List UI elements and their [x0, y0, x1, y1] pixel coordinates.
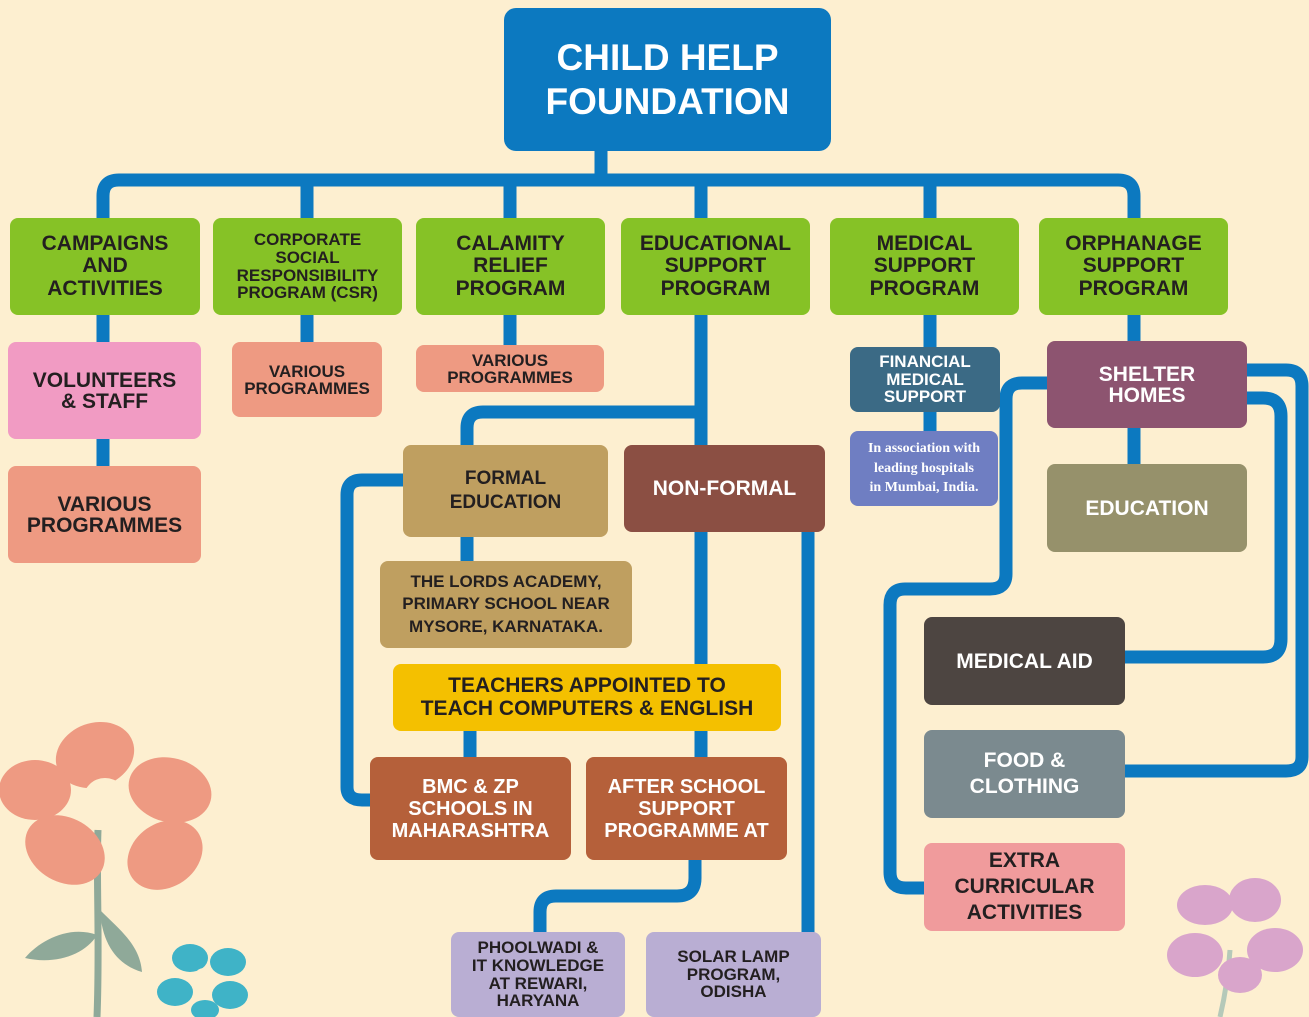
connector-bus: [96, 173, 1141, 229]
program-educational: EDUCATIONAL SUPPORT PROGRAM: [621, 218, 810, 315]
big-flower-icon: [0, 721, 212, 1017]
campaigns-various-programmes: VARIOUS PROGRAMMES: [8, 466, 201, 563]
purple-flower-icon: [1167, 878, 1303, 1017]
calamity-various-programmes: VARIOUS PROGRAMMES: [416, 345, 604, 392]
phoolwadi-it-knowledge: PHOOLWADI & IT KNOWLEDGE AT REWARI, HARY…: [451, 932, 625, 1017]
csr-various-programmes: VARIOUS PROGRAMMES: [232, 342, 382, 417]
connector-shelter-medical: [1115, 391, 1288, 664]
financial-medical-support: FINANCIAL MEDICAL SUPPORT: [850, 347, 1000, 412]
hospital-association: In association with leading hospitals in…: [850, 431, 998, 506]
formal-education: FORMAL EDUCATION: [403, 445, 608, 537]
lords-academy: THE LORDS ACADEMY, PRIMARY SCHOOL NEAR M…: [380, 561, 632, 648]
volunteers-staff: VOLUNTEERS & STAFF: [8, 342, 201, 439]
after-school-support: AFTER SCHOOL SUPPORT PROGRAMME AT: [586, 757, 787, 860]
connector-shelter-food: [1115, 363, 1309, 778]
medical-aid: MEDICAL AID: [924, 617, 1125, 705]
non-formal: NON-FORMAL: [624, 445, 825, 532]
root-node: CHILD HELP FOUNDATION: [504, 8, 831, 151]
shelter-homes: SHELTER HOMES: [1047, 341, 1247, 428]
connector-formal-bmc: [340, 473, 412, 807]
program-campaigns: CAMPAIGNS AND ACTIVITIES: [10, 218, 200, 315]
extra-curricular: EXTRA CURRICULAR ACTIVITIES: [924, 843, 1125, 931]
program-calamity: CALAMITY RELIEF PROGRAM: [416, 218, 605, 315]
connector-shelter-extra: [883, 376, 1057, 895]
teachers-appointed: TEACHERS APPOINTED TO TEACH COMPUTERS & …: [393, 664, 781, 731]
blue-flower-icon: [157, 944, 248, 1017]
food-clothing: FOOD & CLOTHING: [924, 730, 1125, 818]
bmc-zp-schools: BMC & ZP SCHOOLS IN MAHARASHTRA: [370, 757, 571, 860]
program-csr: CORPORATE SOCIAL RESPONSIBILITY PROGRAM …: [213, 218, 402, 315]
connector-after-phoolwadi: [533, 851, 702, 942]
program-orphanage: ORPHANAGE SUPPORT PROGRAM: [1039, 218, 1228, 315]
orphanage-education: EDUCATION: [1047, 464, 1247, 552]
program-medical: MEDICAL SUPPORT PROGRAM: [830, 218, 1019, 315]
solar-lamp-program: SOLAR LAMP PROGRAM, ODISHA: [646, 932, 821, 1017]
connector-edu-formal: [460, 405, 708, 453]
